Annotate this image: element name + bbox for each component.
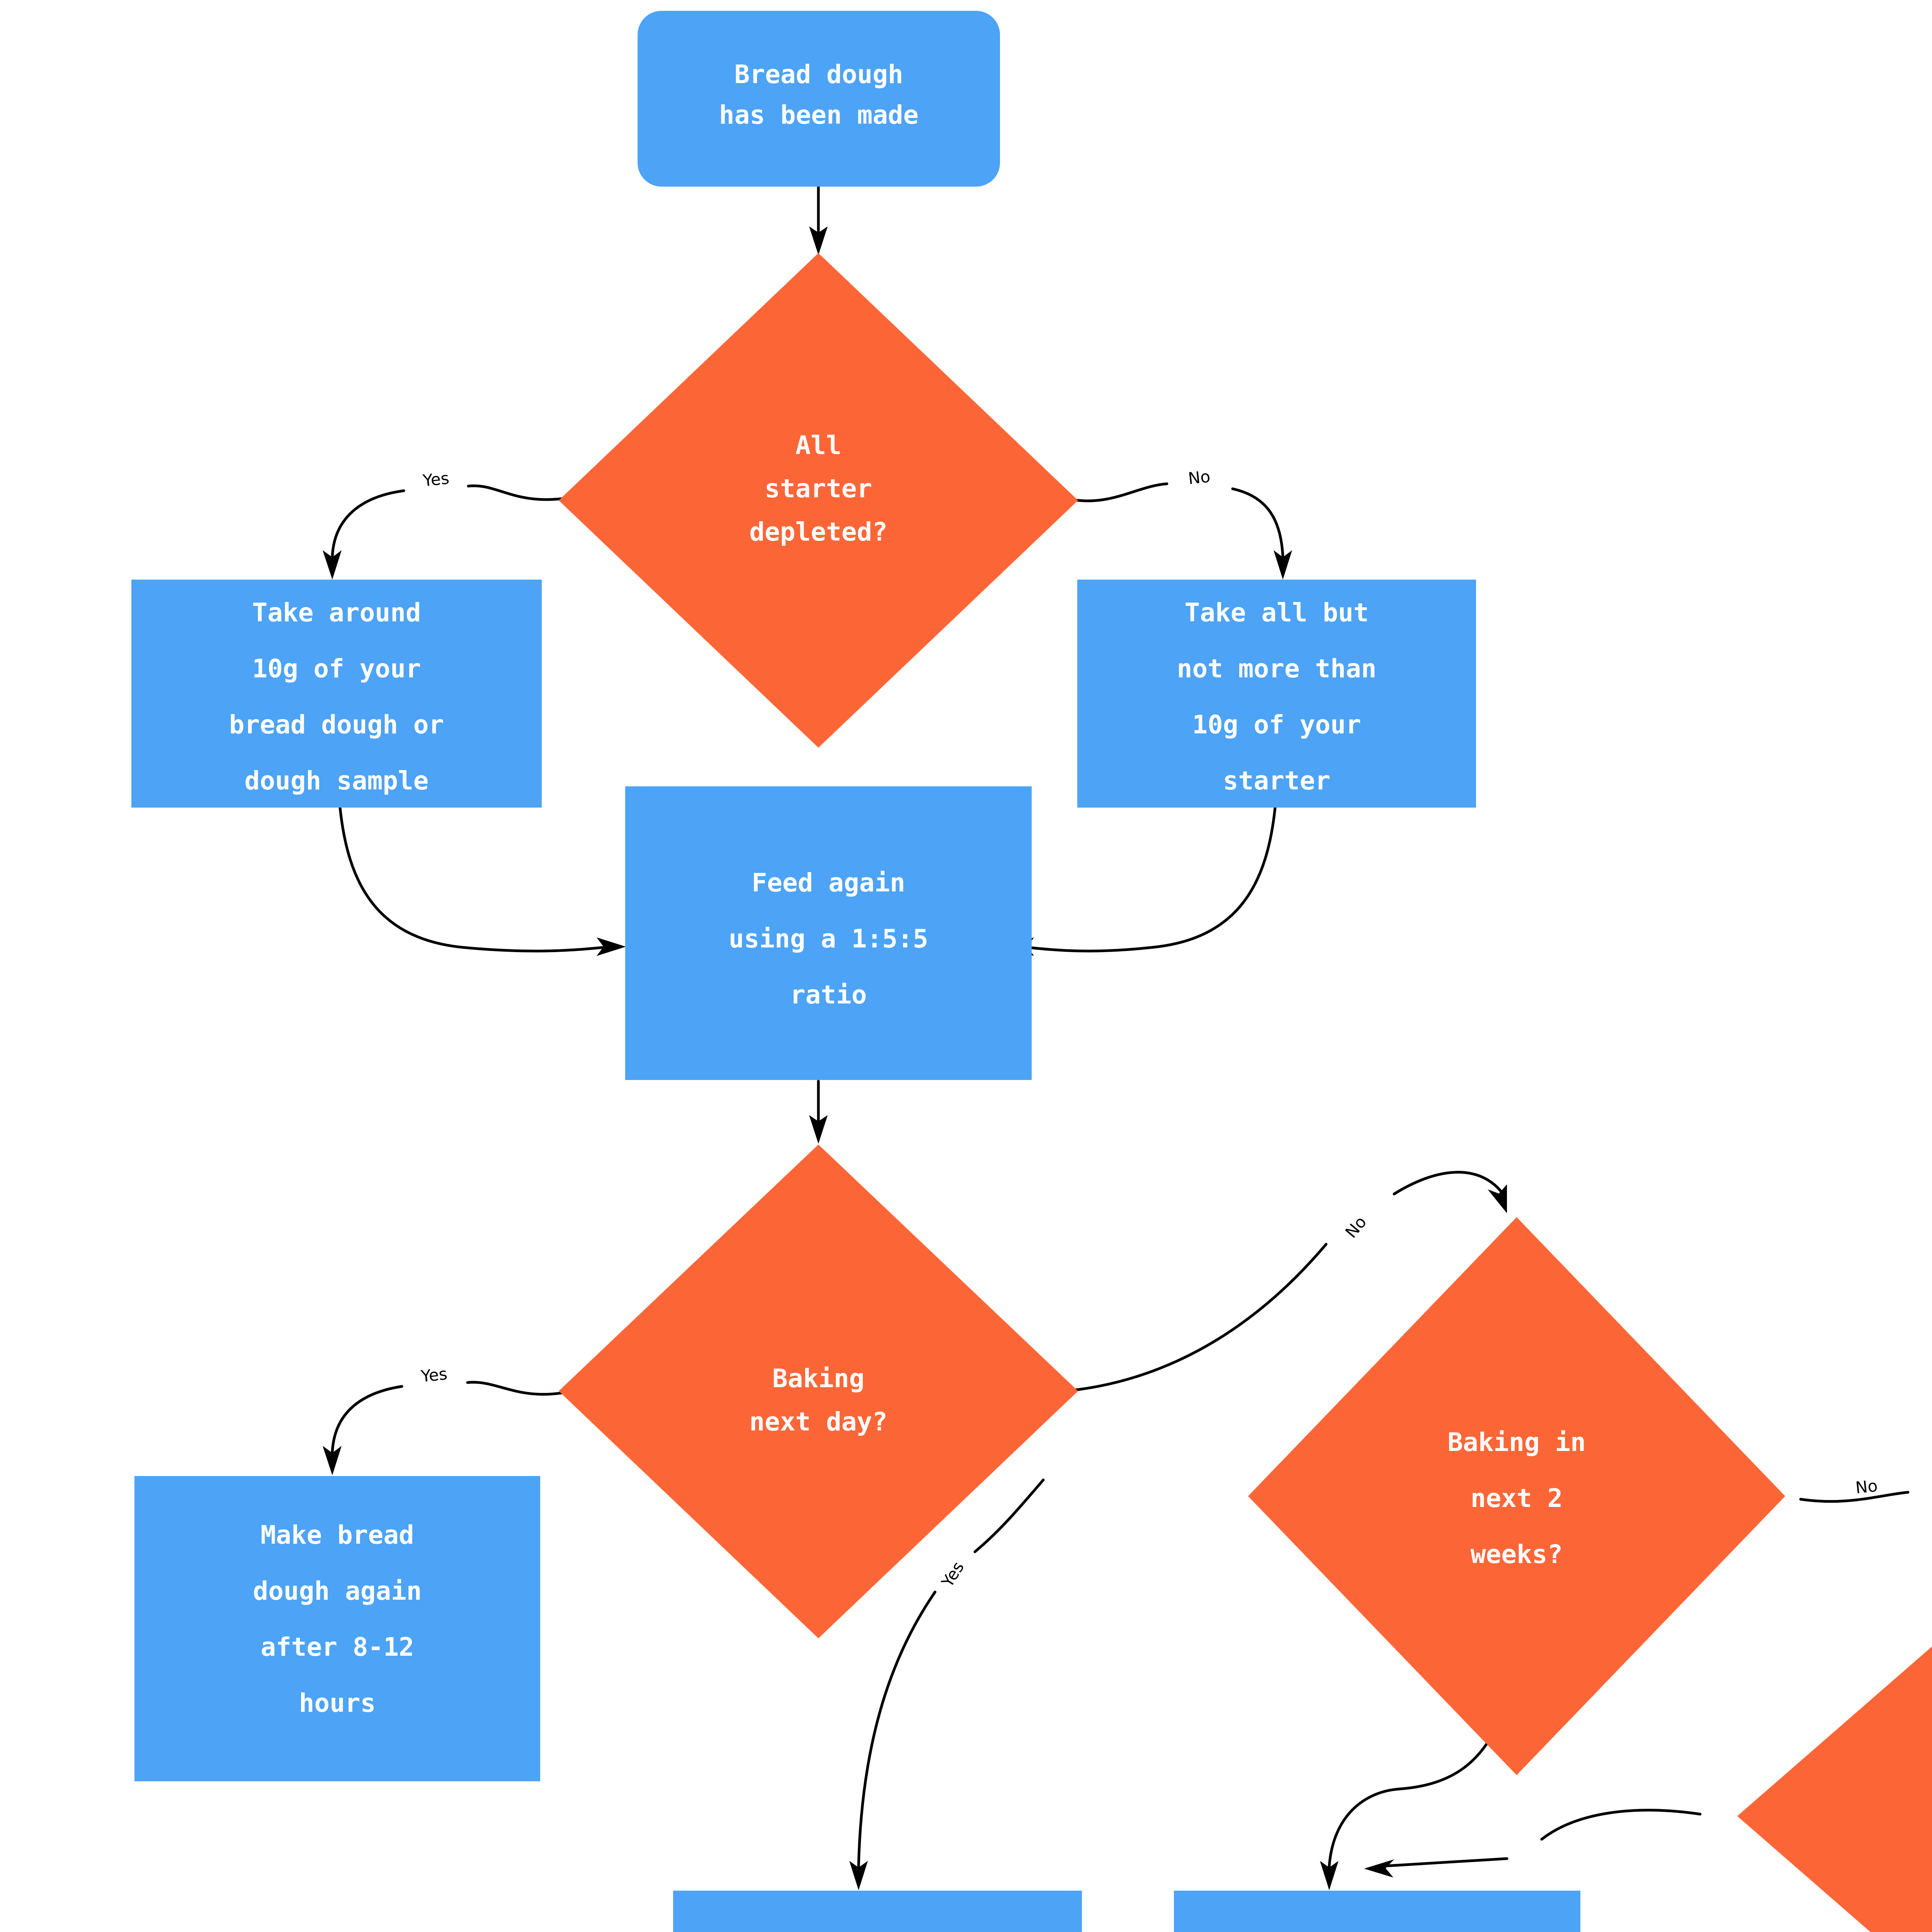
- node-makedough-line-2: after 8-12: [260, 1632, 414, 1662]
- edge-depleted-yes: Yes: [323, 469, 571, 580]
- svg-text:after 8-12: after 8-12: [260, 1632, 414, 1662]
- edge-start-to-depleted: [809, 185, 828, 255]
- node-2weeks-line-2: weeks?: [1471, 1539, 1563, 1569]
- svg-text:10g of your: 10g of your: [1192, 710, 1361, 740]
- node-start-line-1: has been made: [719, 100, 919, 130]
- svg-text:hours: hours: [299, 1688, 376, 1718]
- nodes-layer: Bread dough has been made All starter de…: [131, 11, 1932, 1932]
- edge-2weeks-yes: [1320, 1710, 1505, 1890]
- svg-text:All: All: [795, 430, 841, 460]
- edge-label-depleted-yes: Yes: [422, 469, 450, 490]
- svg-text:next day?: next day?: [749, 1407, 888, 1437]
- svg-text:dough sample: dough sample: [245, 766, 429, 796]
- edge-label-nextday-yes-fridge: Yes: [937, 1558, 968, 1591]
- svg-text:Baking: Baking: [772, 1364, 864, 1393]
- node-feed-line-1: using a 1:5:5: [729, 924, 929, 954]
- svg-text:starter: starter: [765, 474, 872, 503]
- node-depleted-line-0: All: [795, 430, 841, 460]
- node-baking-2-weeks[interactable]: Baking in next 2 weeks?: [1248, 1217, 1785, 1775]
- edge-feed-to-bakingnextday: [809, 1080, 828, 1144]
- node-depleted-line-2: depleted?: [749, 517, 888, 547]
- svg-text:Take around: Take around: [252, 598, 421, 628]
- node-nextday-line-1: next day?: [749, 1407, 888, 1437]
- node-nextday-line-0: Baking: [772, 1364, 864, 1393]
- node-take-all-but-10g[interactable]: Take all but not more than 10g of your s…: [1077, 580, 1476, 808]
- node-all-starter-depleted[interactable]: All starter depleted?: [559, 253, 1078, 748]
- node-start[interactable]: Bread dough has been made: [638, 11, 1000, 187]
- svg-text:Bread dough: Bread dough: [734, 60, 903, 89]
- node-take10g-line-3: dough sample: [245, 766, 429, 796]
- edge-depleted-no: No: [1065, 467, 1292, 580]
- edge-label-nextday-no: No: [1342, 1213, 1370, 1242]
- svg-text:Feed again: Feed again: [752, 868, 905, 898]
- svg-text:has been made: has been made: [719, 100, 919, 130]
- svg-text:starter: starter: [1223, 766, 1330, 796]
- node-feed-again-155[interactable]: Feed again using a 1:5:5 ratio: [625, 786, 1032, 1080]
- node-takeall-line-2: 10g of your: [1192, 710, 1361, 740]
- node-take-10g-dough[interactable]: Take around 10g of your bread dough or d…: [131, 580, 542, 808]
- svg-text:not more than: not more than: [1177, 654, 1377, 684]
- edge-take10g-to-feed: [338, 806, 626, 956]
- svg-text:10g of your: 10g of your: [252, 654, 421, 684]
- node-takeall-line-3: starter: [1223, 766, 1330, 796]
- node-take10g-line-2: bread dough or: [229, 710, 444, 740]
- svg-text:dough again: dough again: [253, 1576, 422, 1606]
- node-feed-line-2: ratio: [790, 980, 867, 1010]
- svg-text:weeks?: weeks?: [1471, 1539, 1563, 1569]
- svg-text:Take all but: Take all but: [1185, 598, 1369, 628]
- edge-takeall-to-feed: [1005, 806, 1277, 956]
- svg-text:Make bread: Make bread: [260, 1520, 414, 1550]
- node-makedough-line-3: hours: [299, 1688, 376, 1718]
- edge-label-depleted-no: No: [1187, 467, 1211, 488]
- node-have-freezer[interactable]: Have a freezer?: [1737, 1582, 1932, 1932]
- node-freeze-starter[interactable]: Freeze starter: [1174, 1891, 1580, 1932]
- node-depleted-line-1: starter: [765, 474, 872, 503]
- node-make-dough-again[interactable]: Make bread dough again after 8-12 hours: [134, 1476, 540, 1781]
- node-takeall-line-0: Take all but: [1185, 598, 1369, 628]
- node-store-in-fridge[interactable]: Store starter in fridge (4°C = 40°F): [673, 1891, 1082, 1932]
- svg-text:next 2: next 2: [1471, 1483, 1563, 1513]
- edge-nextday-yes: Yes: [323, 1364, 574, 1475]
- edge-label-nextday-yes: Yes: [420, 1364, 448, 1386]
- edge-label-2weeks-no: No: [1855, 1476, 1879, 1497]
- svg-text:using a 1:5:5: using a 1:5:5: [729, 924, 929, 954]
- svg-text:ratio: ratio: [790, 980, 867, 1010]
- node-2weeks-line-1: next 2: [1471, 1483, 1563, 1513]
- node-makedough-line-1: dough again: [253, 1576, 422, 1606]
- svg-text:bread dough or: bread dough or: [229, 710, 444, 740]
- node-feed-line-0: Feed again: [752, 868, 905, 898]
- node-baking-next-day[interactable]: Baking next day?: [559, 1145, 1078, 1638]
- edge-freezer-yes: [1364, 1809, 1702, 1878]
- node-start-line-0: Bread dough: [734, 60, 903, 89]
- edges-layer: Yes No: [323, 185, 1910, 1890]
- svg-text:Baking in: Baking in: [1447, 1427, 1586, 1457]
- edge-2weeks-no: No: [1799, 1476, 1910, 1503]
- node-take10g-line-0: Take around: [252, 598, 421, 628]
- node-2weeks-line-0: Baking in: [1447, 1427, 1586, 1457]
- node-take10g-line-1: 10g of your: [252, 654, 421, 684]
- node-makedough-line-0: Make bread: [260, 1520, 414, 1550]
- node-takeall-line-1: not more than: [1177, 654, 1377, 684]
- svg-text:depleted?: depleted?: [749, 517, 888, 547]
